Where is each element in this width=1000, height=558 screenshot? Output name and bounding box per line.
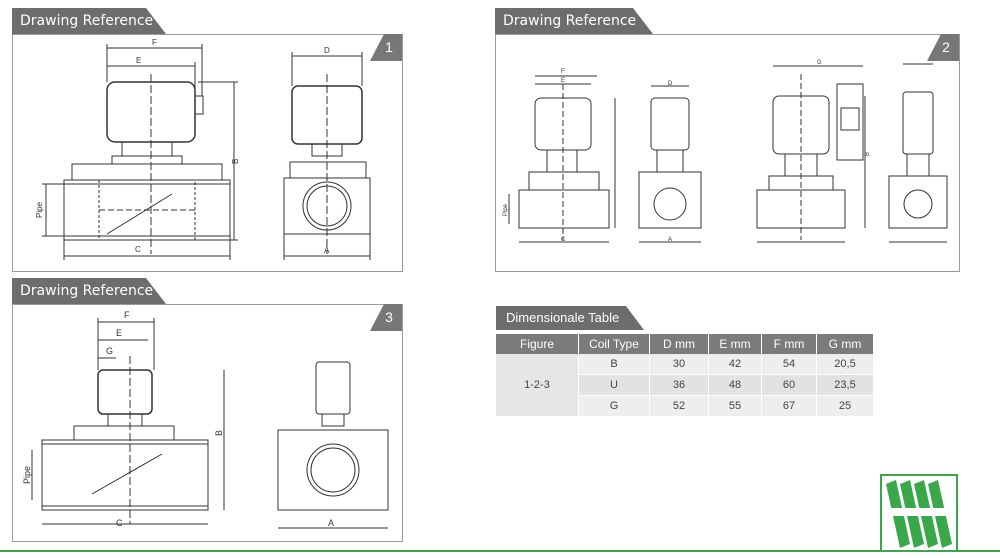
cell-g: 23,5 <box>816 374 874 396</box>
dim-label-f-2: F <box>561 69 565 75</box>
drawing-panel-1 <box>12 34 403 272</box>
dim-label-b-3: B <box>214 430 224 436</box>
dim-label-pipe-1: Pipe <box>35 201 44 218</box>
cell-e: 55 <box>708 395 762 417</box>
cell-g: 20,5 <box>816 354 874 375</box>
cell-coil-type: B <box>578 354 650 375</box>
header-e-mm: E mm <box>708 334 762 354</box>
header-figure: Figure <box>496 334 579 354</box>
header-coil-type: Coil Type <box>578 334 650 354</box>
dimension-table: Figure Coil Type D mm E mm F mm G mm 1-2… <box>496 334 874 417</box>
dim-label-pipe-3: Pipe <box>22 466 32 484</box>
header-g-mm: G mm <box>816 334 874 354</box>
dim-label-b-1: B <box>231 159 240 164</box>
valve-drawing-2: F E C D A Pipe G B <box>503 60 948 243</box>
dim-label-f-3: F <box>124 310 130 320</box>
table-row: 1-2-3 B 30 42 54 20,5 <box>496 354 874 417</box>
dim-label-g-2: G <box>817 60 822 66</box>
table-title: Dimensionale Table <box>496 306 644 330</box>
cell-f: 67 <box>761 395 817 417</box>
dim-label-c-2: C <box>561 237 566 243</box>
drawing-tab-2: Drawing Reference <box>495 8 653 34</box>
drawing-panel-2 <box>495 34 960 272</box>
dim-label-a-2: A <box>668 237 672 243</box>
cell-d: 36 <box>649 374 709 396</box>
dim-label-e-2: E <box>561 78 565 84</box>
table-row: G 52 55 67 25 <box>496 395 874 417</box>
cell-e: 42 <box>708 354 762 375</box>
valve-drawing-1: F E C B Pipe D A <box>35 38 371 260</box>
dim-label-pipe-2: Pipe <box>503 203 509 216</box>
dim-label-b-2: B <box>865 152 871 156</box>
dim-label-f-1: F <box>152 38 157 47</box>
table-header-row: Figure Coil Type D mm E mm F mm G mm <box>496 334 874 354</box>
cell-f: 60 <box>761 374 817 396</box>
footer-green-line <box>0 550 1000 552</box>
table-row: U 36 48 60 23,5 <box>496 374 874 396</box>
header-d-mm: D mm <box>649 334 709 354</box>
drawing-tab-3: Drawing Reference <box>12 278 166 304</box>
cell-f: 54 <box>761 354 817 375</box>
dim-label-e-1: E <box>136 56 141 65</box>
cell-e: 48 <box>708 374 762 396</box>
drawing-tab-1: Drawing Reference <box>12 8 166 34</box>
dim-label-e-3: E <box>116 328 122 338</box>
cell-figure: 1-2-3 <box>496 354 579 417</box>
cell-g: 25 <box>816 395 874 417</box>
valve-drawing-3: F E G C B Pipe A <box>22 310 389 529</box>
dim-label-d-2: D <box>668 81 673 87</box>
dim-label-c-1: C <box>135 245 141 254</box>
cell-d: 52 <box>649 395 709 417</box>
cell-coil-type: G <box>578 395 650 417</box>
header-f-mm: F mm <box>761 334 817 354</box>
dim-label-g-3: G <box>106 346 113 356</box>
company-logo <box>880 474 958 552</box>
dim-label-a-1: A <box>324 246 330 255</box>
dim-label-c-3: C <box>116 518 123 528</box>
dim-label-a-3: A <box>328 518 334 528</box>
cell-d: 30 <box>649 354 709 375</box>
dim-label-d-1: D <box>324 46 330 55</box>
cell-coil-type: U <box>578 374 650 396</box>
